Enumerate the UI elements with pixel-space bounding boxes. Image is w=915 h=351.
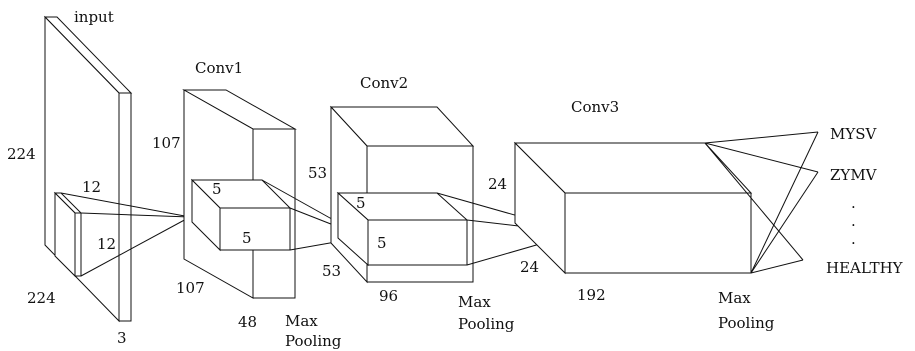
conv2-width-label: 53 bbox=[322, 262, 341, 280]
conv1-pool-label-line2: Pooling bbox=[285, 332, 342, 350]
conv2-kernel bbox=[336, 191, 469, 267]
conv2-height-label: 53 bbox=[308, 164, 327, 182]
conv1-pool-label-line1: Max bbox=[285, 312, 318, 330]
output-class-zymv: ZYMV bbox=[830, 166, 878, 184]
output-ellipsis-dot-1: . bbox=[851, 194, 856, 212]
input-to-conv1-projection bbox=[60, 192, 191, 277]
input-title: input bbox=[74, 8, 114, 26]
conv2-pool-label-line1: Max bbox=[458, 293, 491, 311]
output-fan bbox=[704, 131, 819, 274]
conv2-depth-label: 96 bbox=[379, 287, 398, 305]
conv3-block bbox=[513, 141, 753, 275]
conv3-front-face bbox=[564, 192, 752, 274]
conv2-kernel-w-label: 5 bbox=[377, 234, 387, 252]
conv3-depth-label: 192 bbox=[577, 286, 606, 304]
conv1-depth-label: 48 bbox=[238, 313, 257, 331]
input-width-label: 224 bbox=[27, 289, 56, 307]
output-class-mysv: MYSV bbox=[830, 125, 878, 143]
output-ellipsis-dot-2: . bbox=[851, 212, 856, 230]
conv2-kernel-h-label: 5 bbox=[356, 194, 366, 212]
conv3-width-label: 24 bbox=[520, 258, 539, 276]
output-class-healthy: HEALTHY bbox=[826, 259, 904, 277]
conv1-kernel-h-label: 5 bbox=[212, 180, 222, 198]
conv3-title: Conv3 bbox=[571, 98, 619, 116]
input-depth-label: 3 bbox=[117, 329, 127, 347]
input-kernel bbox=[53, 191, 83, 278]
input-kernel-w-label: 12 bbox=[97, 235, 116, 253]
conv1-kernel-front-face bbox=[219, 207, 291, 251]
conv3-height-label: 24 bbox=[488, 175, 507, 193]
input-block-front-face bbox=[118, 92, 132, 322]
input-height-label: 224 bbox=[7, 145, 36, 163]
conv1-width-label: 107 bbox=[176, 279, 205, 297]
conv2-title: Conv2 bbox=[360, 74, 408, 92]
conv3-pool-label-line1: Max bbox=[718, 289, 751, 307]
conv1-title: Conv1 bbox=[195, 59, 243, 77]
conv1-height-label: 107 bbox=[152, 134, 181, 152]
input-block bbox=[43, 15, 133, 323]
conv2-pool-label-line2: Pooling bbox=[458, 315, 515, 333]
input-kernel-h-label: 12 bbox=[82, 178, 101, 196]
output-ellipsis-dot-3: . bbox=[851, 230, 856, 248]
input-kernel-front-face bbox=[74, 212, 82, 277]
conv3-pool-label-line2: Pooling bbox=[718, 314, 775, 332]
conv1-kernel-w-label: 5 bbox=[242, 229, 252, 247]
